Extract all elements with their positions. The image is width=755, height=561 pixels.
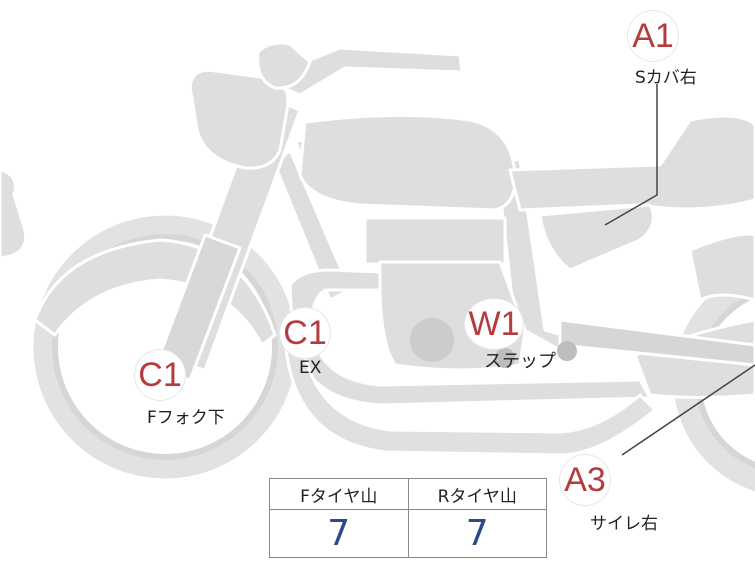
- front-tread-column: Fタイヤ山 7: [270, 479, 408, 557]
- step-peg-1: [495, 348, 515, 368]
- rear-tread-column: Rタイヤ山 7: [407, 479, 546, 557]
- tread-depth-table: Fタイヤ山 7 Rタイヤ山 7: [269, 478, 547, 558]
- rear-tread-header: Rタイヤ山: [408, 479, 546, 510]
- exhaust-upper: [288, 268, 652, 407]
- seat: [508, 114, 755, 212]
- engine-top: [363, 216, 507, 266]
- marker-a3-code: A3: [560, 455, 610, 505]
- rear-tread-value: 7: [465, 513, 489, 554]
- engine-cover: [410, 318, 454, 362]
- marker-a3-label: サイレ右: [590, 514, 658, 534]
- a3-leader: [621, 364, 755, 456]
- mirror: [256, 41, 312, 90]
- swingarm: [558, 318, 755, 367]
- marker-a1-code: A1: [628, 11, 678, 61]
- handlebar: [263, 46, 464, 97]
- marker-w1-label: ステップ: [484, 351, 556, 372]
- marker-c1-fork-label: Fフォク下: [147, 408, 225, 428]
- front-tread-header: Fタイヤ山: [270, 479, 408, 510]
- marker-a1-label: Sカバ右: [635, 68, 697, 88]
- step-peg-2: [557, 341, 577, 361]
- marker-c1-ex-code: C1: [280, 308, 330, 358]
- fork-lower: [153, 233, 242, 382]
- fuel-tank: [298, 113, 517, 212]
- marker-c1-fork-code: C1: [135, 350, 185, 400]
- exhaust-lower: [283, 328, 657, 457]
- a1-leader: [604, 84, 658, 226]
- marker-c1-ex-label: EX: [299, 358, 322, 378]
- side-cover: [538, 203, 655, 272]
- front-tread-value: 7: [327, 513, 351, 554]
- left-edge-part: [0, 168, 28, 260]
- marker-w1-code: W1: [465, 299, 523, 349]
- headlight: [188, 68, 290, 170]
- rear-fender: [688, 232, 755, 302]
